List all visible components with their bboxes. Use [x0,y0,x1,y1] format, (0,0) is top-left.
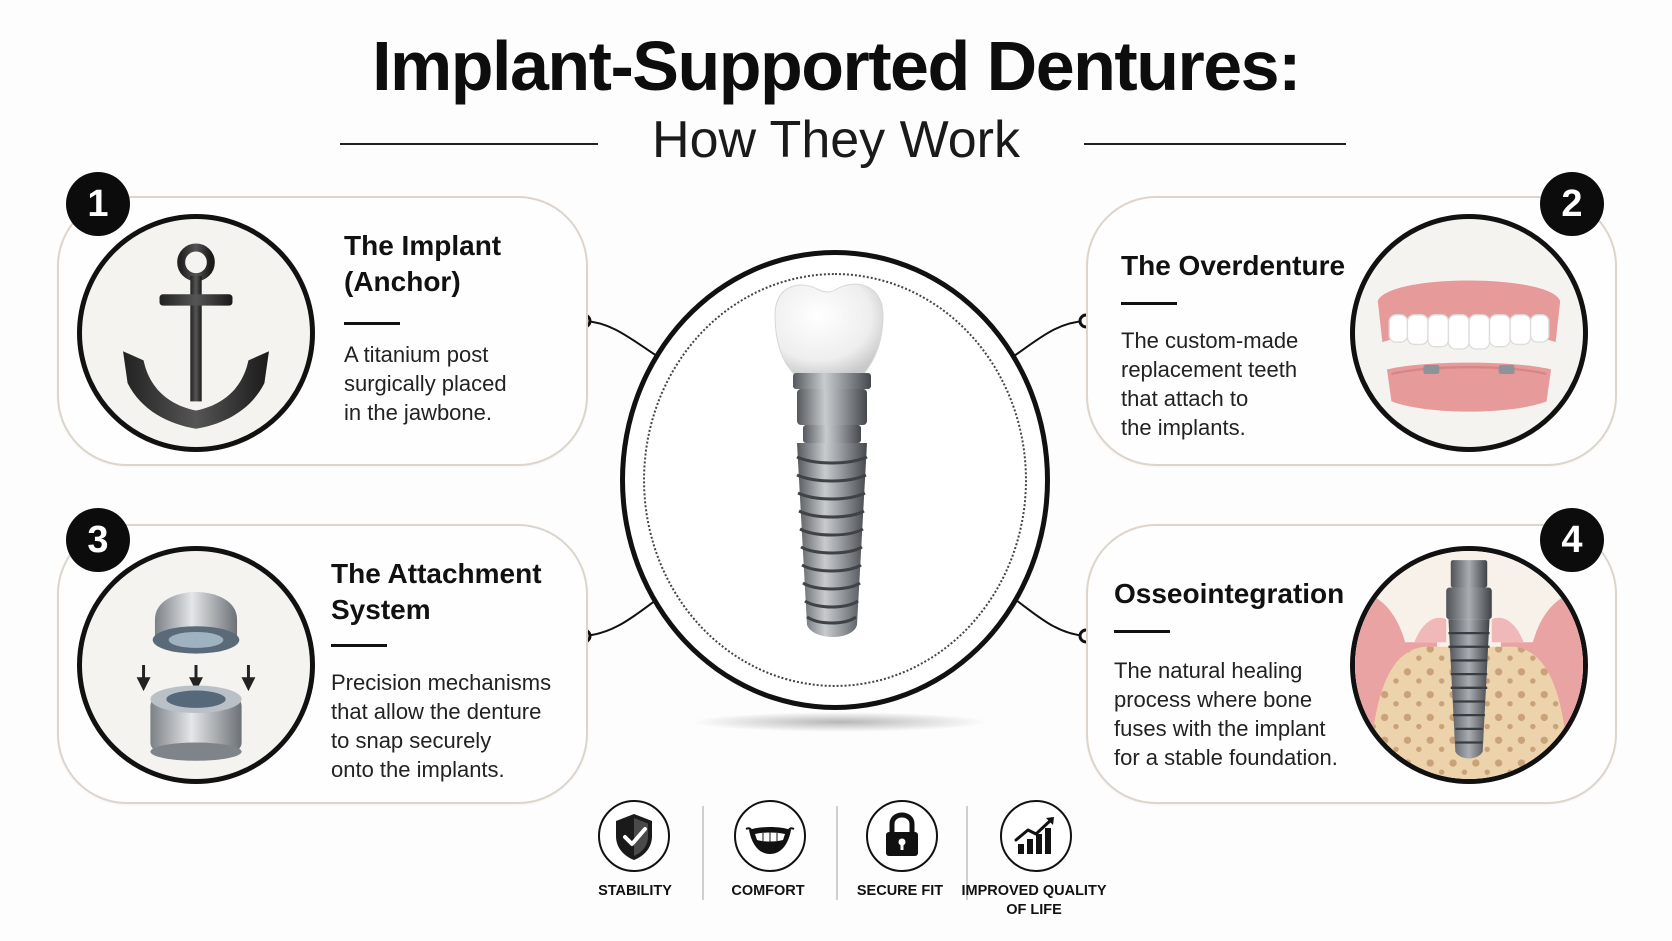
growth-chart-icon [1000,800,1072,872]
benefit-label-secure-fit: SECURE FIT [856,883,944,899]
central-dotted-ring [643,273,1027,687]
benefit-separator-3 [966,806,968,900]
attachment-divider [331,644,387,647]
page-title: Implant-Supported Dentures: [372,27,1301,105]
benefit-label-comfort: COMFORT [731,883,805,899]
benefit-label-stability: STABILITY [598,883,672,899]
bone-implant-icon [1355,551,1583,779]
page-subtitle: How They Work [652,111,1020,169]
attachment-icon [136,592,256,761]
osseointegration-heading: Osseointegration [1114,578,1345,609]
overdenture-icon [1377,280,1561,412]
osseointegration-illustration [1350,546,1588,784]
osseointegration-description: The natural healing process where bone f… [1114,658,1338,770]
card-overdenture: The Overdenture The custom-made replacem… [1086,196,1617,466]
anchor-icon [123,243,269,429]
step-badge-1: 1 [66,172,130,236]
card-attachment: The Attachment System Precision mechanis… [57,524,588,804]
overdenture-heading: The Overdenture [1121,250,1346,281]
benefit-improved-quality [1000,800,1072,872]
padlock-icon [866,800,938,872]
benefit-separator-1 [702,806,704,900]
title-rule-right [1084,143,1346,145]
overdenture-divider [1121,302,1177,305]
benefit-secure-fit [866,800,938,872]
smile-icon [734,800,806,872]
step-badge-3: 3 [66,508,130,572]
shield-check-icon [598,800,670,872]
attachment-heading-line2: System [331,594,431,625]
title-rule-left [340,143,598,145]
step-badge-4: 4 [1540,508,1604,572]
benefit-comfort [734,800,806,872]
implant-heading-line1: The Implant [344,230,502,261]
implant-description: A titanium post surgically placed in the… [344,342,507,425]
attachment-illustration [77,546,315,784]
anchor-illustration [77,214,315,452]
benefit-label-improved-quality: IMPROVED QUALITY OF LIFE [961,883,1107,918]
overdenture-description: The custom-made replacement teeth that a… [1121,328,1299,440]
overdenture-illustration [1350,214,1588,452]
implant-shadow [690,712,990,732]
benefit-separator-2 [836,806,838,900]
central-implant-frame [620,250,1050,710]
implant-heading-line2: (Anchor) [344,266,461,297]
implant-divider [344,322,400,325]
card-osseointegration: Osseointegration The natural healing pro… [1086,524,1617,804]
attachment-description: Precision mechanisms that allow the dent… [331,670,552,782]
attachment-heading-line1: The Attachment [331,558,542,589]
dental-implant-icon [774,283,884,637]
step-badge-2: 2 [1540,172,1604,236]
benefit-stability [598,800,670,872]
card-implant: The Implant (Anchor) A titanium post sur… [57,196,588,466]
osseointegration-divider [1114,630,1170,633]
